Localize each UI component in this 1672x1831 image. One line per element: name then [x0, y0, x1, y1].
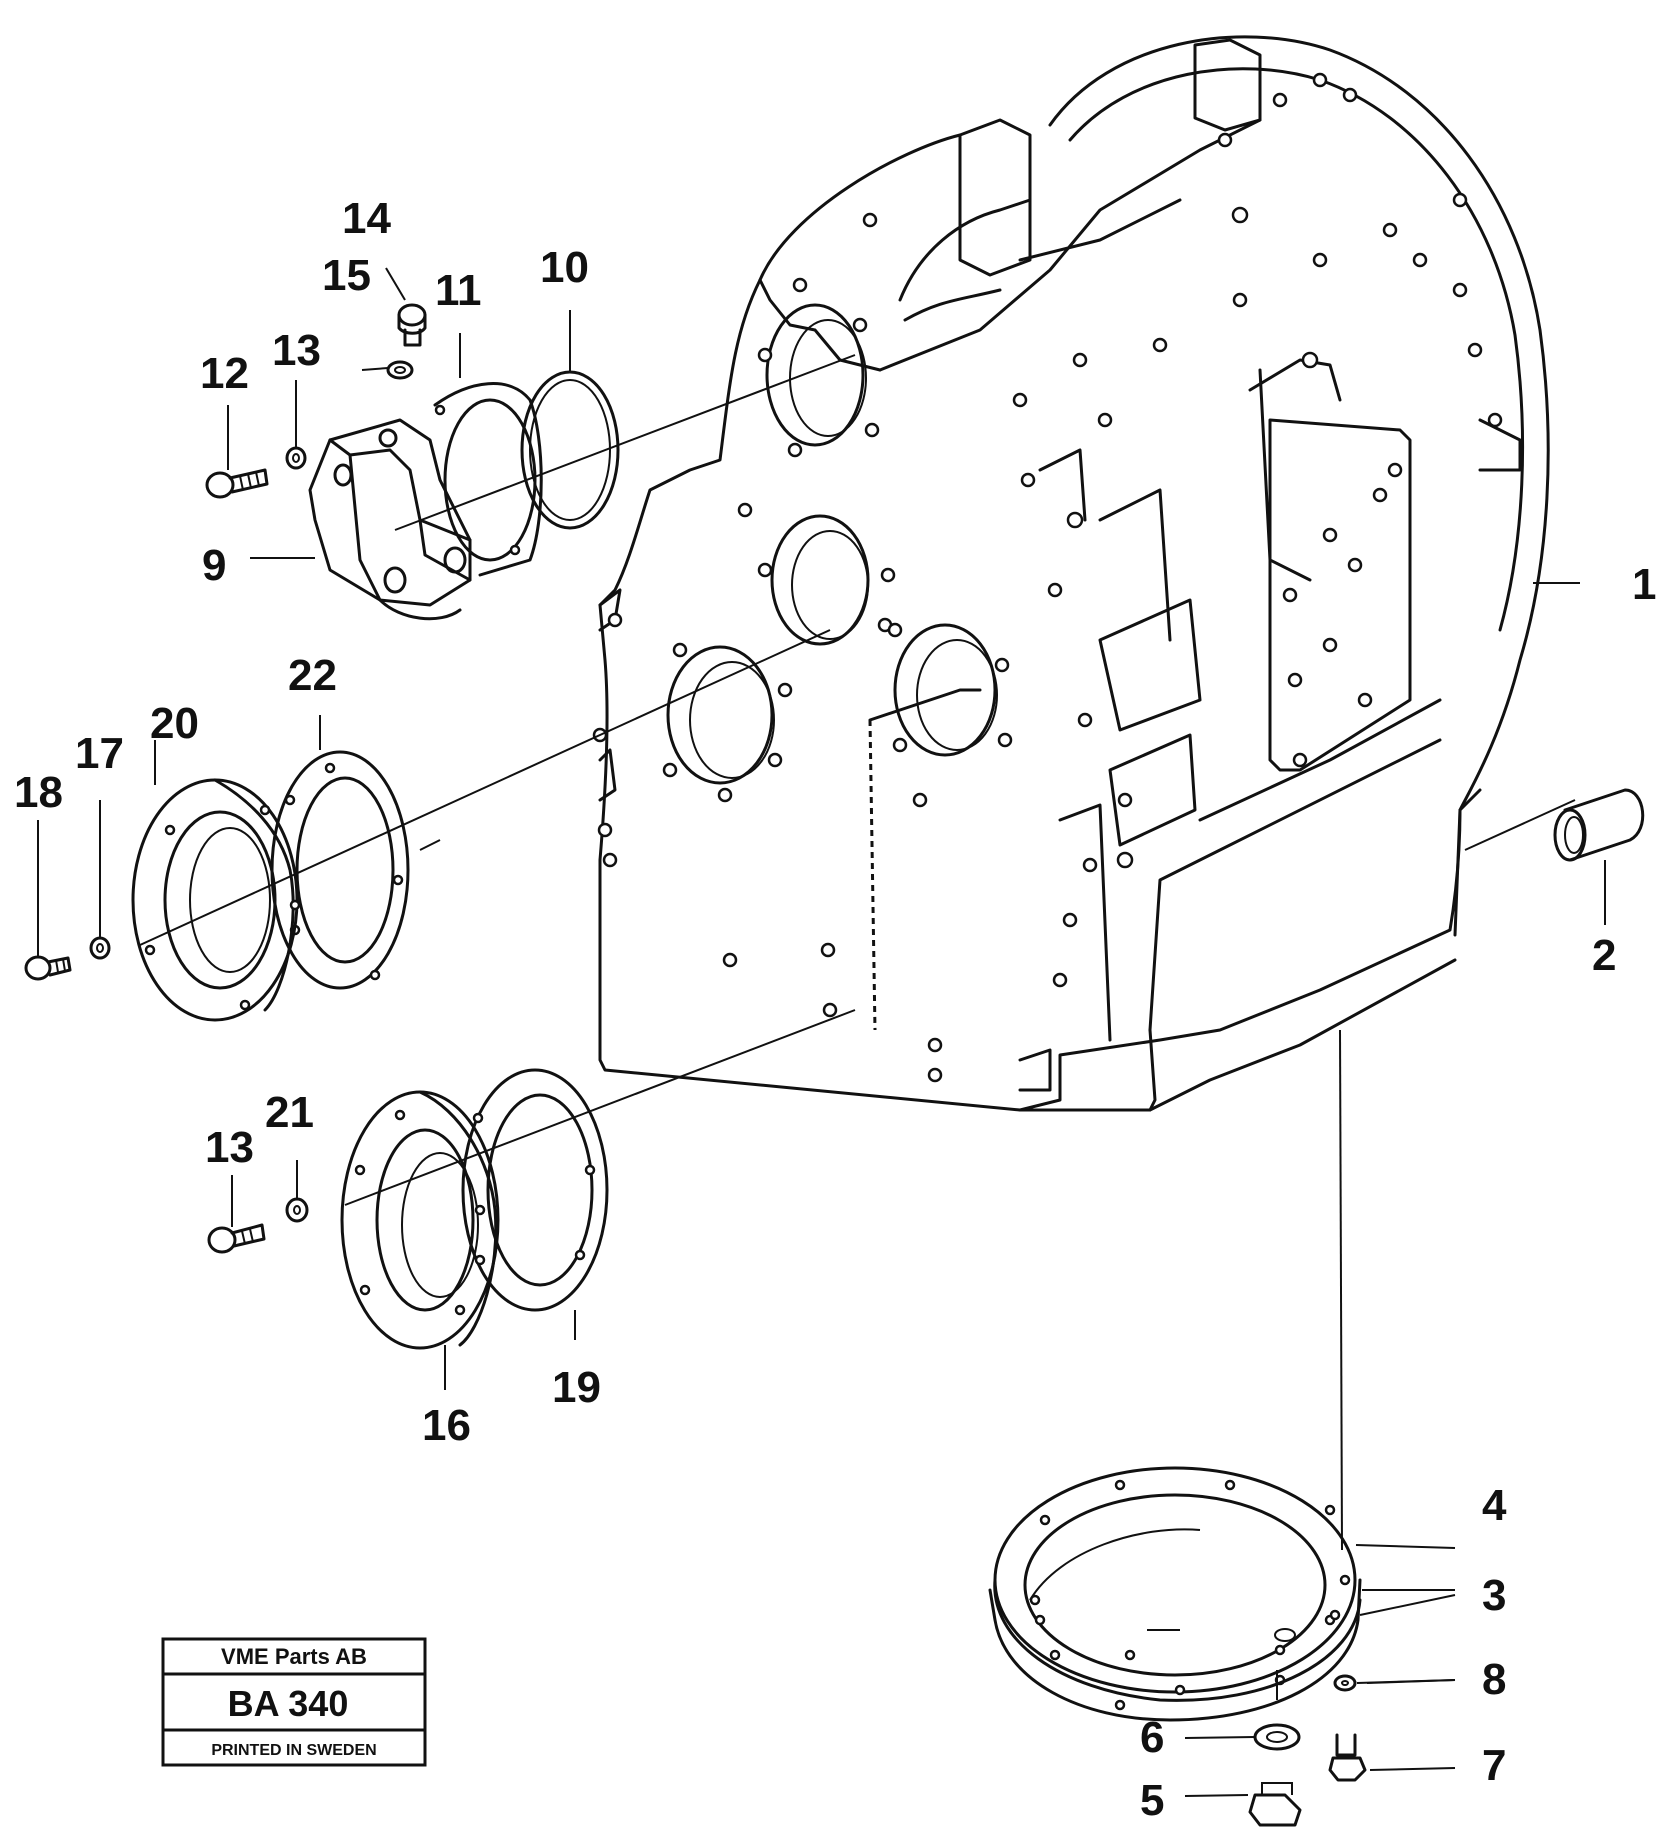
callout-12: 12	[200, 349, 249, 398]
bolt-part-7	[1328, 1733, 1367, 1782]
callout-16: 16	[422, 1401, 471, 1450]
gasket-part-22	[270, 750, 410, 990]
title-block-code: BA 340	[228, 1683, 349, 1724]
washer-part-13-upper	[285, 446, 307, 470]
washer-part-15	[386, 360, 414, 380]
housing-bolt-holes	[592, 72, 1503, 1083]
callout-8: 8	[1482, 1655, 1506, 1704]
bolt-part-13-lower	[207, 1223, 266, 1254]
title-block-printed: PRINTED IN SWEDEN	[211, 1742, 376, 1759]
gasket-part-19	[461, 1068, 609, 1312]
transmission-housing	[598, 35, 1550, 1112]
callout-18: 18	[14, 768, 63, 817]
plug-part-14	[397, 303, 427, 347]
callout-3: 3	[1482, 1571, 1506, 1620]
cover-part-20	[131, 778, 301, 1022]
cover-part-16	[340, 1090, 500, 1350]
washer-part-21	[285, 1197, 309, 1223]
callout-13-upper: 13	[272, 326, 321, 375]
bolt-part-18	[24, 955, 72, 981]
ring-part-3	[988, 1578, 1362, 1722]
callout-10: 10	[540, 243, 589, 292]
callout-17: 17	[75, 729, 124, 778]
callout-1: 1	[1632, 560, 1656, 609]
leader-lines	[37, 267, 1606, 1797]
title-block-company: VME Parts AB	[221, 1644, 367, 1669]
callout-6: 6	[1140, 1713, 1164, 1762]
callout-19: 19	[552, 1363, 601, 1412]
callout-20: 20	[150, 699, 199, 748]
callout-2: 2	[1592, 931, 1616, 980]
plug-part-5	[1248, 1782, 1302, 1827]
callout-11: 11	[435, 266, 482, 315]
callout-labels: 1 2 3 4 5 6 7 8 9 10 11 12 13 13 14 15 1…	[14, 194, 1656, 1825]
title-block: VME Parts AB BA 340 PRINTED IN SWEDEN	[161, 1637, 427, 1767]
washer-part-6	[1253, 1723, 1301, 1751]
callout-15: 15	[322, 251, 371, 300]
assembly-axis-lines	[139, 354, 1576, 1551]
sleeve-part-2	[1553, 788, 1645, 862]
callout-13-lower: 13	[205, 1123, 254, 1172]
callout-7: 7	[1482, 1741, 1506, 1790]
housing-bores	[666, 303, 998, 785]
bolt-part-12	[205, 468, 269, 499]
callout-4: 4	[1482, 1481, 1507, 1530]
washer-part-17	[89, 936, 111, 960]
callout-9: 9	[202, 541, 226, 590]
valve-housing-part-9	[308, 418, 472, 621]
callout-5: 5	[1140, 1776, 1164, 1825]
callout-21: 21	[265, 1088, 314, 1137]
callout-14: 14	[342, 194, 391, 243]
callout-22: 22	[288, 651, 337, 700]
washer-part-8	[1333, 1674, 1357, 1692]
ring-part-4	[993, 1466, 1357, 1696]
